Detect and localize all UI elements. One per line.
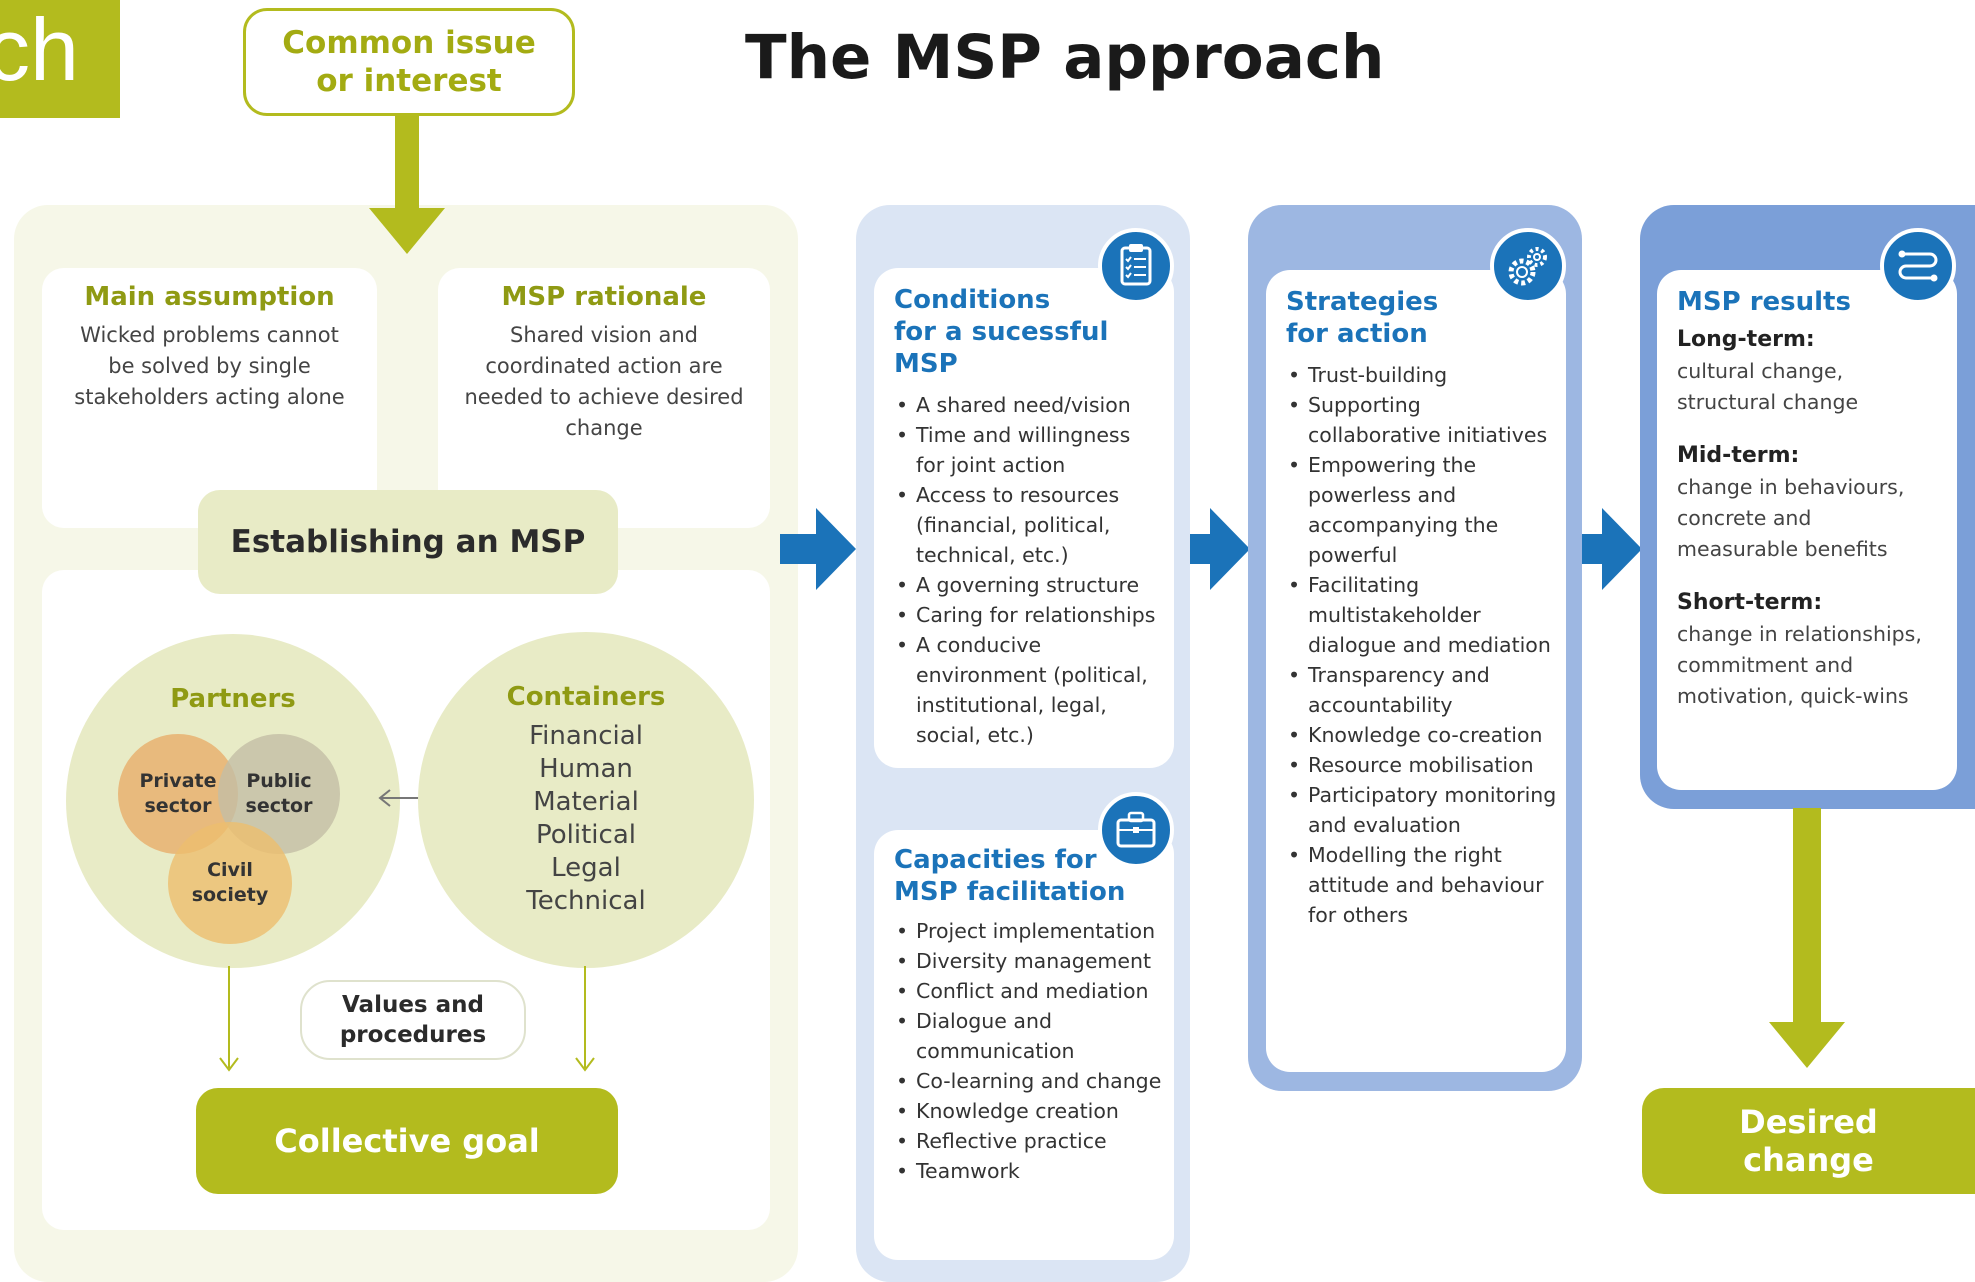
results-mid: Mid-term: change in behaviours, concrete… — [1677, 440, 1947, 565]
short-term-text: change in relationships, commitment and … — [1677, 622, 1922, 708]
strategies-item: Trust-building — [1286, 360, 1558, 390]
capacities-item: Knowledge creation — [894, 1096, 1168, 1126]
values-procedures-label: Values and procedures — [339, 992, 487, 1048]
capacities-item: Dialogue and communication — [894, 1006, 1168, 1066]
capacities-item: Diversity management — [894, 946, 1168, 976]
civil-society-label: Civil society — [191, 859, 269, 906]
capacities-card: Capacities for MSP facilitation Project … — [874, 830, 1174, 1260]
common-issue-text: Common issue or interest — [282, 25, 536, 99]
strategies-item: Resource mobilisation — [1286, 750, 1558, 780]
establishing-msp-box: Establishing an MSP — [198, 490, 618, 594]
partners-to-goal-arrow — [219, 966, 239, 1072]
strategies-title: Strategies for action — [1286, 287, 1439, 349]
container-item: Political — [536, 820, 636, 850]
containers-to-goal-arrow — [575, 966, 595, 1072]
conditions-item: A shared need/vision — [894, 390, 1162, 420]
main-assumption-text: Wicked problems cannot be solved by sing… — [74, 323, 345, 409]
msp-rationale-text: Shared vision and coordinated action are… — [464, 323, 744, 440]
container-item: Technical — [526, 886, 646, 916]
main-assumption-card: Main assumption Wicked problems cannot b… — [42, 268, 377, 528]
right-arrow-1 — [780, 508, 856, 590]
containers-circle — [418, 632, 754, 968]
long-term-text: cultural change, structural change — [1677, 359, 1859, 414]
strategies-item: Knowledge co-creation — [1286, 720, 1558, 750]
capacities-title: Capacities for MSP facilitation — [894, 845, 1126, 907]
gears-icon — [1490, 228, 1566, 304]
strategies-card: Strategies for action Trust-building Sup… — [1266, 270, 1566, 1072]
common-issue-box: Common issue or interest — [243, 8, 575, 116]
conditions-item: A governing structure — [894, 570, 1162, 600]
conditions-item: Access to resources (financial, politica… — [894, 480, 1162, 570]
containers-title: Containers — [506, 682, 666, 712]
capacities-item: Teamwork — [894, 1156, 1168, 1186]
desired-change-label: Desired change — [1739, 1103, 1878, 1179]
container-item: Human — [539, 754, 633, 784]
capacities-item: Reflective practice — [894, 1126, 1168, 1156]
results-card: MSP results Long-term: cultural change, … — [1657, 270, 1957, 790]
collective-goal-box: Collective goal — [196, 1088, 618, 1194]
partners-title: Partners — [170, 684, 296, 714]
mid-term-heading: Mid-term: — [1677, 443, 1800, 468]
establishing-msp-label: Establishing an MSP — [230, 524, 586, 560]
short-term-heading: Short-term: — [1677, 590, 1823, 615]
strategies-item: Transparency and accountability — [1286, 660, 1558, 720]
container-item: Legal — [551, 853, 621, 883]
toolbox-icon — [1098, 792, 1174, 868]
results-short: Short-term: change in relationships, com… — [1677, 587, 1947, 712]
container-item: Material — [533, 787, 639, 817]
container-item: Financial — [529, 721, 643, 751]
msp-rationale-title: MSP rationale — [501, 282, 707, 312]
mid-term-text: change in behaviours, concrete and measu… — [1677, 475, 1905, 561]
conditions-item: Caring for relationships — [894, 600, 1162, 630]
strategies-item: Participatory monitoring and evaluation — [1286, 780, 1558, 840]
page-title: The MSP approach — [745, 22, 1385, 93]
private-sector-label: Private sector — [139, 770, 217, 817]
process-flow-icon — [1880, 228, 1956, 304]
conditions-list: A shared need/vision Time and willingnes… — [894, 390, 1162, 750]
collective-goal-label: Collective goal — [274, 1122, 540, 1160]
clipboard-checklist-icon — [1098, 228, 1174, 304]
capacities-item: Conflict and mediation — [894, 976, 1168, 1006]
desired-change-box: Desired change — [1642, 1088, 1975, 1194]
containers-list: Financial Human Material Political Legal… — [418, 720, 754, 918]
conditions-item: Time and willingness for joint action — [894, 420, 1162, 480]
main-assumption-title: Main assumption — [84, 282, 335, 312]
long-term-heading: Long-term: — [1677, 327, 1815, 352]
civil-society-circle — [168, 822, 292, 944]
msp-rationale-card: MSP rationale Shared vision and coordina… — [438, 268, 770, 528]
corner-tab: ch — [0, 0, 120, 118]
values-procedures-box: Values and procedures — [300, 980, 526, 1060]
strategies-item: Supporting collaborative initiatives — [1286, 390, 1558, 450]
down-arrow-top — [369, 116, 445, 254]
capacities-item: Project implementation — [894, 916, 1168, 946]
results-title: MSP results — [1677, 287, 1851, 317]
strategies-list: Trust-building Supporting collaborative … — [1286, 360, 1558, 930]
results-long: Long-term: cultural change, structural c… — [1677, 324, 1947, 418]
conditions-card: Conditions for a sucessful MSP A shared … — [874, 268, 1174, 768]
strategies-item: Empowering the powerless and accompanyin… — [1286, 450, 1558, 570]
conditions-title: Conditions for a sucessful MSP — [894, 285, 1109, 379]
strategies-item: Facilitating multistakeholder dialogue a… — [1286, 570, 1558, 660]
corner-tab-text: ch — [0, 0, 79, 99]
public-sector-label: Public sector — [245, 770, 313, 817]
strategies-item: Modelling the right attitude and behavio… — [1286, 840, 1558, 930]
capacities-item: Co-learning and change — [894, 1066, 1168, 1096]
conditions-item: A conducive environment (political, inst… — [894, 630, 1162, 750]
capacities-list: Project implementation Diversity managem… — [894, 916, 1168, 1186]
down-arrow-results — [1769, 808, 1845, 1068]
